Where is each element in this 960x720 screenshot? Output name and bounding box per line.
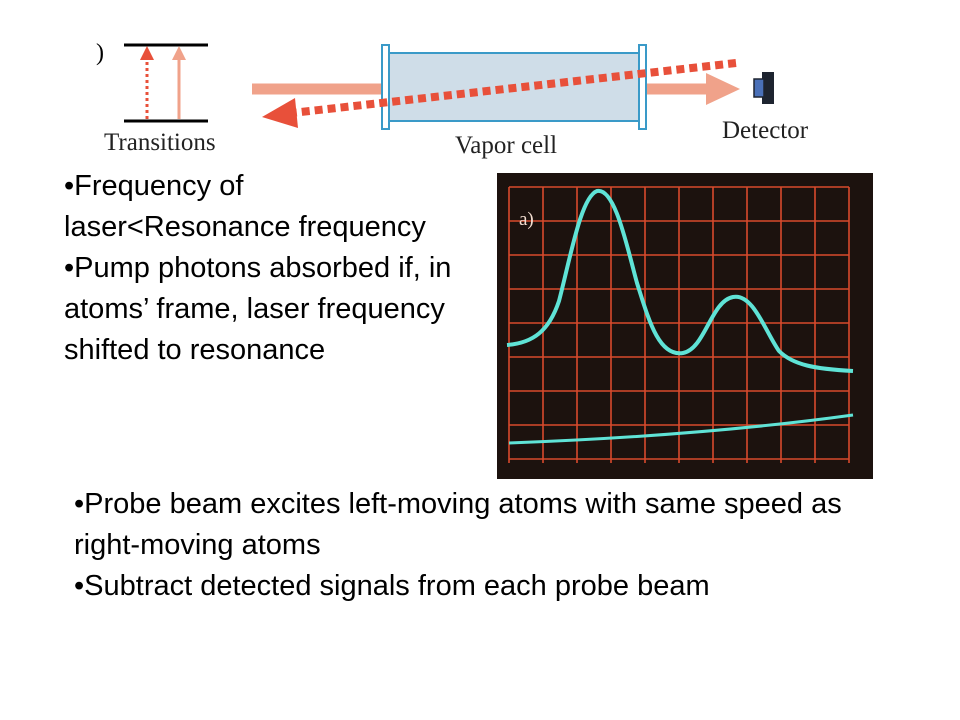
bullet-item: Subtract detected signals from each prob… — [74, 566, 894, 607]
scope-background — [497, 173, 873, 479]
scope-grid — [508, 186, 850, 463]
panel-label: a) — [519, 209, 534, 230]
detector-body — [762, 72, 774, 104]
bullet-item: Probe beam excites left-moving atoms wit… — [74, 484, 894, 566]
setup-diagram: ) Transitions Vapor cell Detector — [96, 40, 809, 159]
bullets-left: Frequency of laser<Resonance frequency P… — [64, 166, 464, 371]
baseline-trace — [508, 413, 854, 445]
probe-beam-arrowhead — [262, 98, 298, 128]
probe-beam — [291, 59, 737, 117]
absorption-trace — [506, 188, 854, 373]
bullet-item: Pump photons absorbed if, in atoms’ fram… — [64, 248, 464, 371]
vapor-cell-right-window — [638, 44, 647, 130]
pump-transition-arrowhead — [172, 46, 186, 60]
bullet-text: Probe beam excites left-moving atoms wit… — [74, 488, 842, 561]
transitions-label: Transitions — [104, 129, 216, 156]
pump-beam-arrowhead — [706, 73, 740, 105]
probe-transition-arrowhead — [140, 46, 154, 60]
vapor-cell-label: Vapor cell — [455, 132, 557, 159]
vapor-cell-left-window — [381, 44, 390, 130]
corner-glyph: ) — [96, 40, 104, 66]
detector-label: Detector — [722, 117, 809, 144]
bullet-text: Frequency of laser<Resonance frequency — [64, 170, 426, 243]
oscilloscope-screen: a) — [497, 173, 873, 479]
bullet-text: Pump photons absorbed if, in atoms’ fram… — [64, 252, 452, 366]
bullet-item: Frequency of laser<Resonance frequency — [64, 166, 464, 248]
bullet-text: Subtract detected signals from each prob… — [84, 570, 710, 602]
bullets-bottom: Probe beam excites left-moving atoms wit… — [74, 484, 894, 607]
detector-face — [753, 78, 765, 98]
